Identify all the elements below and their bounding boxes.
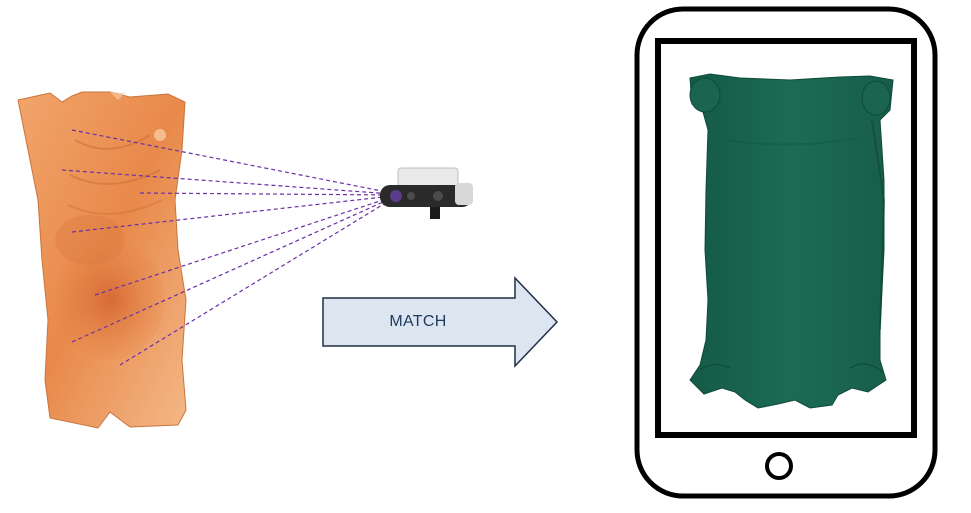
scan-ray: [139, 192, 393, 196]
depth-camera-icon: [380, 167, 473, 219]
3d-torso-surface-model: [689, 73, 894, 409]
scan-ray: [94, 196, 393, 296]
scan-ray: [71, 195, 393, 233]
match-arrow-label: MATCH: [389, 313, 447, 330]
scan-ray: [61, 169, 393, 195]
torso-phantom-image: [17, 91, 187, 429]
home-button: [765, 452, 793, 480]
match-arrow: [322, 276, 559, 368]
scan-ray: [71, 197, 393, 343]
scan-ray: [71, 129, 393, 194]
scan-rays: [61, 129, 393, 366]
